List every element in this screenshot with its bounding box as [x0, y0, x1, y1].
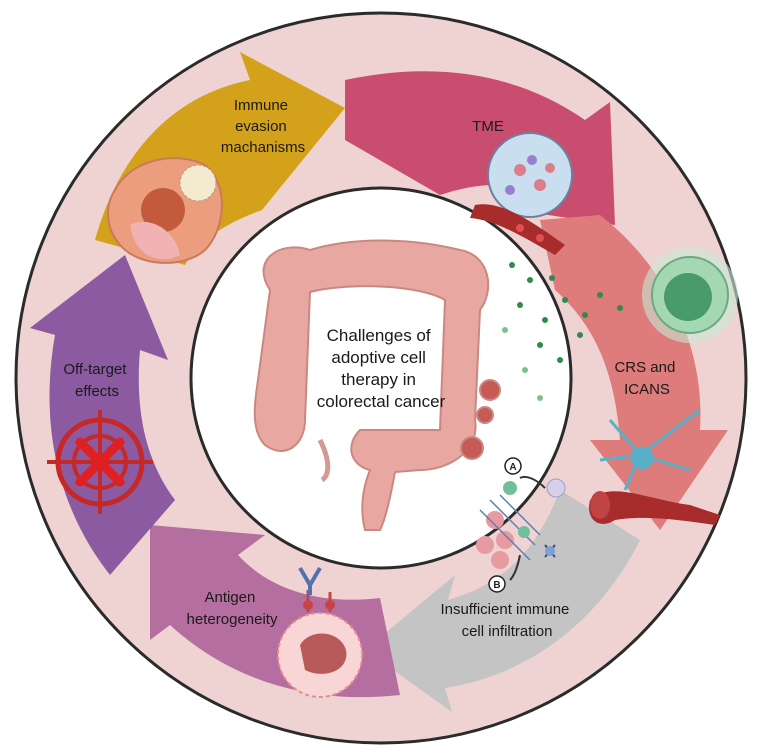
- t-cell-icon: [642, 247, 738, 343]
- label-crs-icans: CRS and ICANS: [614, 359, 679, 398]
- center-title-line-2: adoptive cell: [331, 348, 426, 367]
- center-title-line-3: therapy in: [341, 370, 416, 389]
- marker-b: B: [488, 575, 506, 593]
- arrow-crs-icans: [540, 215, 728, 530]
- neuron-icon: [599, 408, 701, 491]
- tme-sphere-icon: [470, 132, 573, 255]
- center-title-line-4: colorectal cancer: [317, 392, 446, 411]
- tumor-cell-icon: [107, 157, 223, 264]
- center-title: Challenges of adoptive cell therapy in c…: [317, 326, 446, 411]
- colon-illustration: [253, 239, 501, 531]
- label-infiltration: Insufficient immune cell infiltration: [440, 601, 573, 640]
- label-tme: TME: [472, 118, 504, 135]
- marker-a-label: A: [509, 462, 516, 473]
- label-antigen: Antigen heterogeneity: [187, 589, 278, 628]
- infiltration-icon: [476, 475, 566, 581]
- label-immune-evasion: Immune evasion machanisms: [221, 97, 305, 156]
- blood-vessel-icon: [589, 491, 720, 525]
- crosshair-icon: [47, 410, 153, 514]
- cytokine-dots: [502, 262, 623, 401]
- center-title-line-1: Challenges of: [327, 326, 431, 345]
- antigen-cell-icon: [277, 566, 363, 698]
- label-off-target: Off-target effects: [63, 361, 130, 400]
- arrow-off-target: [30, 255, 175, 575]
- marker-b-label: B: [493, 580, 500, 591]
- arrow-infiltration: [365, 490, 640, 712]
- marker-a: A: [504, 457, 522, 475]
